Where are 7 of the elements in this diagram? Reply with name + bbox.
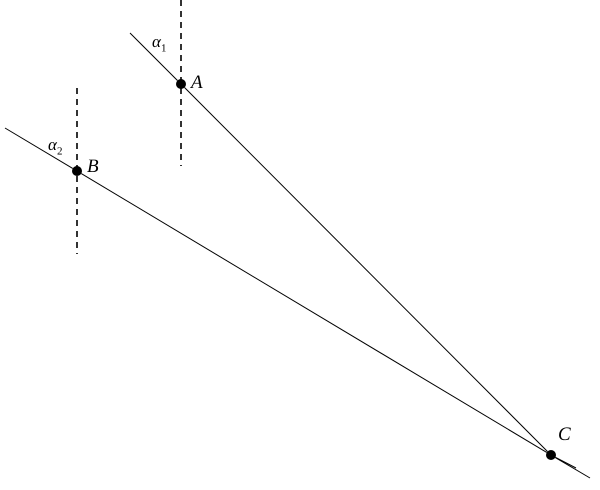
- point-label: B: [87, 156, 99, 178]
- point-label: A: [191, 72, 203, 94]
- angle-label: α$_{2}$: [48, 135, 62, 160]
- point-label: C: [558, 424, 571, 446]
- angle-label: α$_{1}$: [152, 32, 166, 56]
- straight-line: [184, 87, 548, 452]
- straight-line: [80, 173, 548, 453]
